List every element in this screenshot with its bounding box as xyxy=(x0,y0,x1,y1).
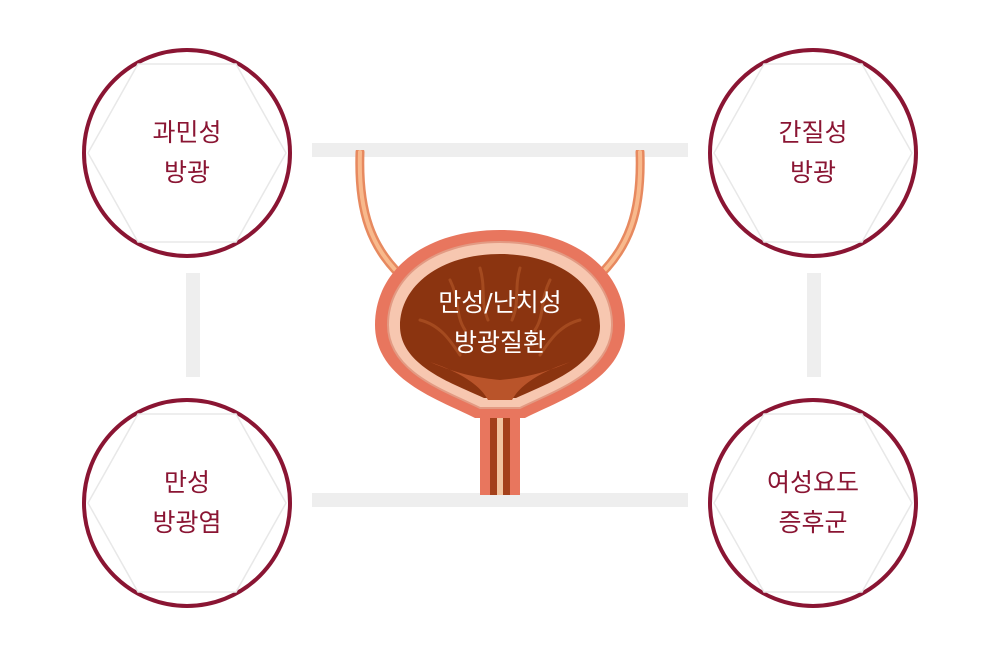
condition-label: 여성요도 증후군 xyxy=(767,463,859,543)
hexagon-outline-icon xyxy=(713,63,913,243)
center-label-line1: 만성/난치성 xyxy=(438,288,562,317)
condition-female-urethral-syndrome: 여성요도 증후군 xyxy=(708,398,918,608)
condition-label-line2: 증후군 xyxy=(778,508,848,537)
connector-top xyxy=(312,143,688,157)
condition-label-line2: 방광 xyxy=(789,158,836,187)
center-label-line2: 방광질환 xyxy=(453,328,546,357)
bladder-illustration xyxy=(355,150,645,495)
hexagon-outline-icon xyxy=(713,413,913,593)
hexagon-outline-icon xyxy=(87,413,287,593)
bladder-trigone xyxy=(430,362,570,400)
hexagon-outline-icon xyxy=(87,63,287,243)
condition-label-line2: 방광염 xyxy=(152,508,222,537)
connector-bottom xyxy=(312,493,688,507)
connector-right xyxy=(807,273,821,377)
condition-label-line1: 과민성 xyxy=(152,118,222,147)
condition-overactive-bladder: 과민성 방광 xyxy=(82,48,292,258)
condition-label-line2: 방광 xyxy=(163,158,210,187)
condition-label-line1: 간질성 xyxy=(778,118,848,147)
center-label: 만성/난치성 방광질환 xyxy=(380,283,620,363)
connector-left xyxy=(186,273,200,377)
condition-interstitial-cystitis: 간질성 방광 xyxy=(708,48,918,258)
condition-label: 과민성 방광 xyxy=(152,113,221,193)
condition-label-line1: 만성 xyxy=(163,468,210,497)
condition-chronic-cystitis: 만성 방광염 xyxy=(82,398,292,608)
condition-label: 만성 방광염 xyxy=(152,463,221,543)
bladder-folds xyxy=(418,266,582,357)
bladder-cavity xyxy=(400,254,600,398)
condition-label: 간질성 방광 xyxy=(778,113,847,193)
condition-label-line1: 여성요도 xyxy=(766,468,859,497)
